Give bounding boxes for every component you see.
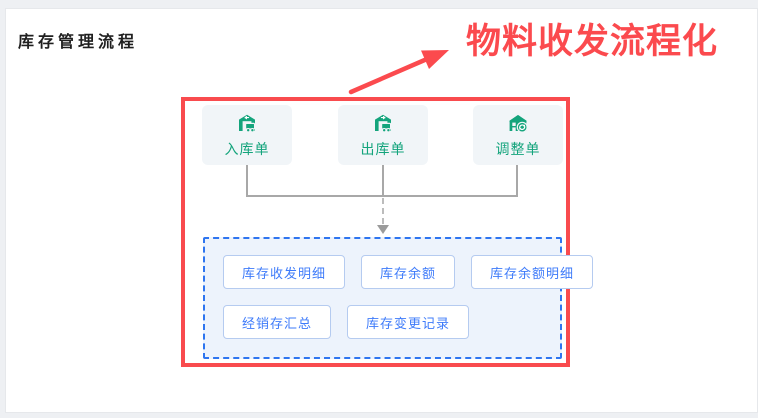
warehouse-inbound-icon [235, 111, 259, 135]
connector-line-outbound [382, 165, 384, 196]
connector-line-adjust [516, 165, 518, 196]
reports-row-2: 经销存汇总 库存变更记录 [223, 305, 560, 339]
source-card-adjust[interactable]: 调整单 [473, 105, 563, 165]
down-arrowhead-icon [377, 225, 389, 234]
source-card-label: 出库单 [360, 141, 406, 157]
annotation-text: 物料收发流程化 [466, 22, 719, 61]
page-title: 库存管理流程 [18, 34, 139, 51]
source-card-inbound[interactable]: 入库单 [202, 105, 292, 165]
source-card-outbound[interactable]: 出库单 [338, 105, 428, 165]
report-button-stock-balance[interactable]: 库存余额 [361, 255, 456, 289]
reports-row-1: 库存收发明细 库存余额 库存余额明细 [223, 255, 594, 289]
report-button-stock-change-log[interactable]: 库存变更记录 [347, 305, 470, 339]
source-card-label: 入库单 [224, 141, 270, 157]
red-highlight-box [181, 97, 570, 367]
warehouse-adjust-icon [506, 111, 530, 135]
connector-line-inbound [246, 165, 248, 196]
connector-line-horizontal [246, 195, 518, 197]
red-annotation-arrow-icon [348, 50, 449, 95]
report-button-stock-balance-detail[interactable]: 库存余额明细 [471, 255, 594, 289]
connector-line-dashed [382, 198, 384, 224]
report-button-psi-summary[interactable]: 经销存汇总 [223, 305, 332, 339]
report-button-stock-in-out-detail[interactable]: 库存收发明细 [223, 255, 346, 289]
source-card-label: 调整单 [495, 141, 541, 157]
reports-group-box: 库存收发明细 库存余额 库存余额明细 经销存汇总 库存变更记录 [203, 237, 594, 359]
warehouse-outbound-icon [371, 111, 395, 135]
